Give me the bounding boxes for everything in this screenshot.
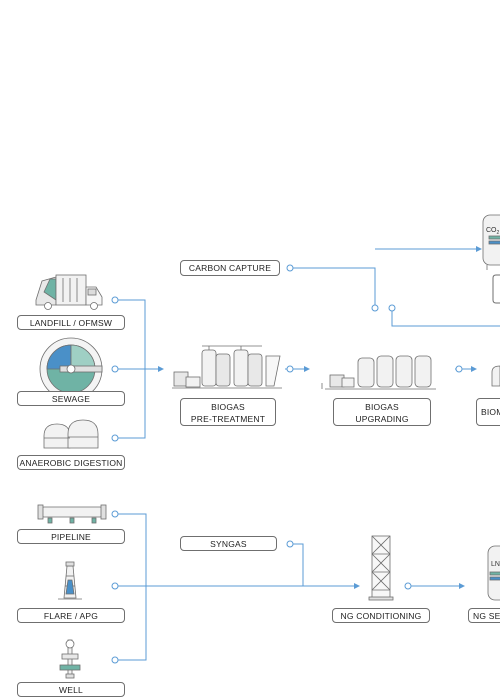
node-syngas [286,540,294,548]
arrow-to-ng-service [459,583,465,589]
flare-apg-label: FLARE / APG [17,608,125,623]
pretreatment-line-1: BIOGAS [211,402,245,412]
ng-conditioning-label: NG CONDITIONING [332,608,430,623]
node-upgrading-offgas [388,304,396,312]
arrow-to-pretreatment [158,366,164,372]
pretreatment-line-2: PRE-TREATMENT [190,414,266,424]
arrow-to-co2-tank [476,246,482,252]
co2-tank-label: CO2 [486,227,500,236]
well-label: WELL [17,682,125,697]
connector-lines [118,248,500,661]
arrow-to-upgrading [304,366,310,372]
carbon-capture-label: CARBON CAPTURE [180,260,280,276]
node-conditioning-out [404,582,412,590]
node-flare [111,582,119,590]
pipeline-icon [37,504,107,524]
lng-tank-label: LN [491,561,500,568]
lng-tank-icon [487,545,500,601]
connector-carbon-capture [293,267,376,305]
arrow-to-biomethane [471,366,477,372]
sewage-label: SEWAGE [17,391,125,406]
arrowheads [158,246,482,589]
biogas-pretreatment-label: BIOGAS PRE-TREATMENT [180,398,276,426]
connector-pipeline [118,513,147,661]
co2-box-partial [492,274,500,304]
biomethane-tank-icon [491,365,500,387]
sewage-clarifier-icon [39,337,103,401]
connector-upgrading-offgas [391,305,500,327]
pipeline-label: PIPELINE [17,529,125,544]
biogas-upgrading-label: BIOGAS UPGRADING [333,398,431,426]
connector-syngas [293,543,304,586]
syngas-label: SYNGAS [180,536,277,551]
co2-tank-icon [482,214,500,270]
well-head-icon [59,639,81,679]
node-sewage [111,365,119,373]
node-pipeline [111,510,119,518]
node-well [111,656,119,664]
ng-conditioning-column-icon [368,535,394,601]
connector-nodes [111,264,463,664]
upgrading-line-1: BIOGAS [365,402,399,412]
node-upgrading-out [455,365,463,373]
pretreatment-skid-icon [172,345,282,389]
upgrading-skid-icon [321,355,436,390]
node-anaerobic [111,434,119,442]
node-carbon-capture [286,264,294,272]
biomethane-label-partial: BIOM [476,398,500,426]
upgrading-line-2: UPGRADING [355,414,409,424]
landfill-label: LANDFILL / OFMSW [17,315,125,330]
garbage-truck-icon [35,274,103,310]
arrow-to-ng-conditioning [354,583,360,589]
anaerobic-digester-icon [43,419,99,449]
node-upgrading-co2 [371,304,379,312]
ng-service-label-partial: NG SE [468,608,500,623]
node-landfill [111,296,119,304]
node-pretreatment-out [286,365,294,373]
anaerobic-digestion-label: ANAEROBIC DIGESTION [17,455,125,470]
flare-tower-icon [58,561,82,600]
